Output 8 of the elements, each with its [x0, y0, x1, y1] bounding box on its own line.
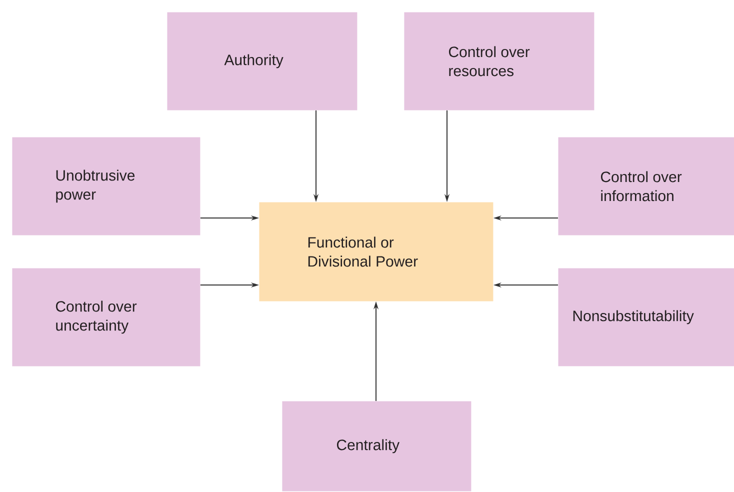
- factor-box: Control over information: [558, 137, 734, 236]
- factor-box: Centrality: [282, 401, 472, 492]
- factor-box: Authority: [167, 12, 358, 110]
- factor-box: Control over uncertainty: [12, 268, 200, 366]
- factor-box: Unobtrusive power: [12, 137, 200, 236]
- factor-box: Control over resources: [404, 12, 594, 110]
- central-box: Functional or Divisional Power: [259, 202, 494, 302]
- factor-box: Nonsubstitutability: [558, 268, 734, 366]
